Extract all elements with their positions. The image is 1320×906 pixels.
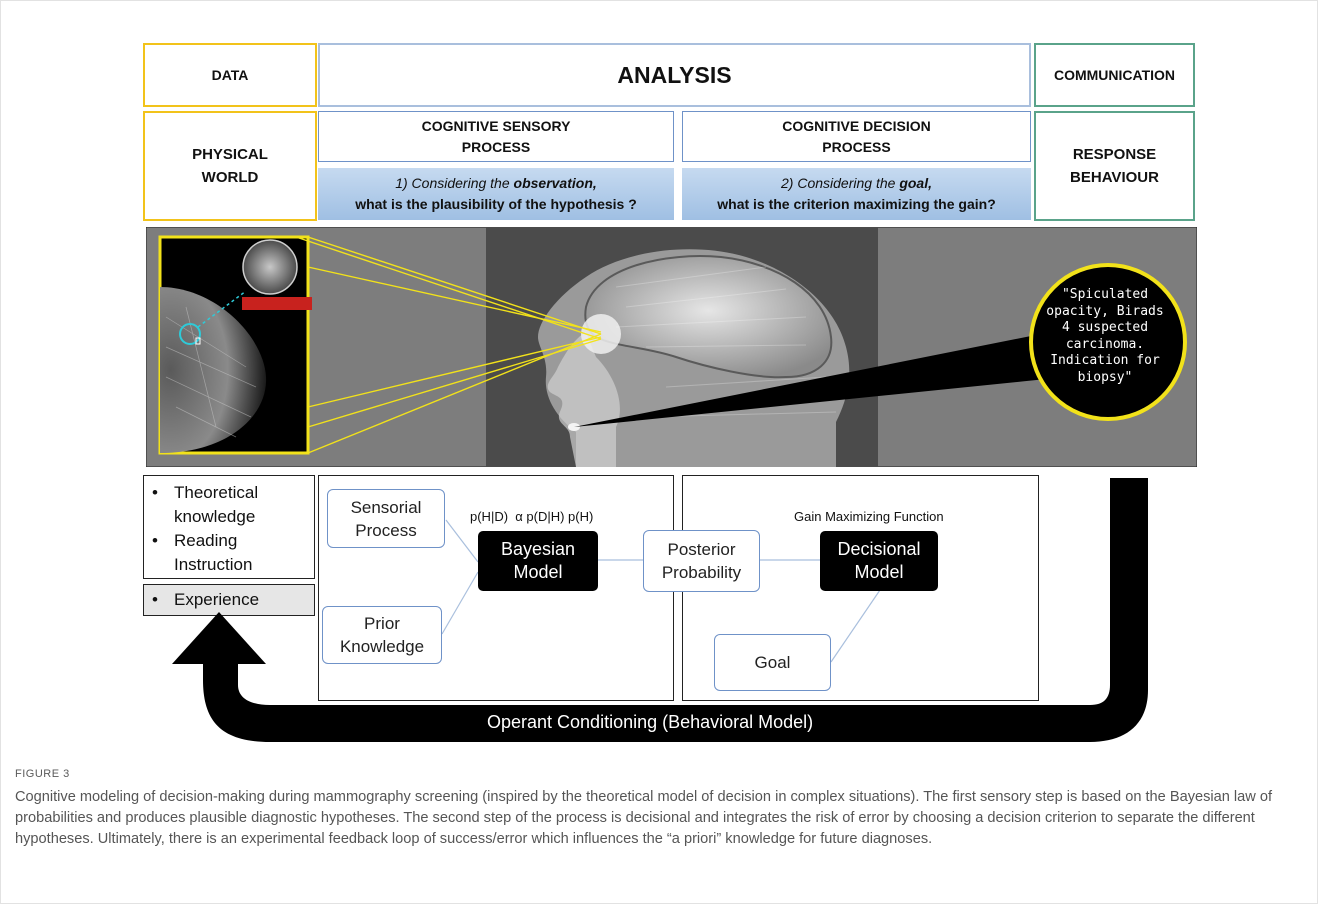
face-profile bbox=[547, 332, 620, 467]
sensory-question-line1: 1) Considering the observation, bbox=[395, 175, 597, 191]
communication-header: COMMUNICATION bbox=[1034, 43, 1195, 107]
data-header: DATA bbox=[143, 43, 317, 107]
sensorial-process-node: Sensorial Process bbox=[327, 489, 445, 548]
decisional-model-node: Decisional Model bbox=[820, 531, 938, 591]
speech-bubble-text: "Spiculated opacity, Birads 4 suspected … bbox=[1046, 287, 1164, 385]
response-behaviour-box: RESPONSE BEHAVIOUR bbox=[1034, 111, 1195, 221]
communication-header-label: COMMUNICATION bbox=[1053, 67, 1176, 83]
data-header-label: DATA bbox=[211, 67, 249, 83]
decision-process-title: COGNITIVE DECISION PROCESS bbox=[682, 111, 1031, 162]
radiologist-illustration bbox=[146, 227, 1197, 467]
response-line2: BEHAVIOUR bbox=[1070, 169, 1159, 186]
gaze-lines bbox=[295, 236, 602, 454]
goal-node: Goal bbox=[714, 634, 831, 691]
knowledge-box: Theoretical knowledge Reading Instructio… bbox=[143, 475, 315, 579]
connector-prior-bayesian bbox=[441, 571, 479, 635]
sensory-title-line1: COGNITIVE SENSORY bbox=[421, 117, 571, 134]
decision-title-line2: PROCESS bbox=[822, 138, 891, 155]
bayesian-model-node: Bayesian Model bbox=[478, 531, 598, 591]
knowledge-item-reading: Reading Instruction bbox=[146, 529, 314, 577]
bayes-formula: p(H|D) α p(D|H) p(H) bbox=[470, 509, 594, 524]
feedback-loop-arrow bbox=[172, 478, 1148, 742]
annotation-tag bbox=[242, 297, 312, 310]
magnifier-lens bbox=[242, 239, 298, 295]
figure-caption: Cognitive modeling of decision-making du… bbox=[15, 789, 1273, 847]
feedback-loop-svg bbox=[172, 478, 1148, 742]
decision-question-line1: 2) Considering the goal, bbox=[781, 175, 932, 191]
decision-question-line2: what is the criterion maximizing the gai… bbox=[717, 196, 996, 212]
decision-title-line1: COGNITIVE DECISION bbox=[782, 117, 931, 134]
analysis-header-label: ANALYSIS bbox=[617, 61, 732, 88]
experience-item: Experience bbox=[146, 588, 314, 612]
posterior-probability-node: Posterior Probability bbox=[643, 530, 760, 592]
connector-goal-decisional bbox=[830, 589, 881, 663]
knowledge-item-theoretical: Theoretical knowledge bbox=[146, 481, 314, 529]
sensory-process-title: COGNITIVE SENSORY PROCESS bbox=[318, 111, 674, 162]
speech-bubble-tail bbox=[574, 332, 1066, 427]
sensory-question-line2: what is the plausibility of the hypothes… bbox=[355, 196, 637, 212]
analysis-header: ANALYSIS bbox=[318, 43, 1031, 107]
physical-world-line1: PHYSICAL bbox=[192, 146, 268, 163]
physical-world-box: PHYSICAL WORLD bbox=[143, 111, 317, 221]
operant-conditioning-label: Operant Conditioning (Behavioral Model) bbox=[487, 712, 814, 732]
sensory-question-banner: 1) Considering the observation, what is … bbox=[318, 168, 674, 220]
lesion-point bbox=[195, 337, 201, 345]
decision-question-banner: 2) Considering the goal, what is the cri… bbox=[682, 168, 1031, 220]
sensory-title-line2: PROCESS bbox=[461, 138, 531, 155]
figure-label: FIGURE 3 bbox=[15, 768, 70, 780]
connector-sensorial-bayesian bbox=[445, 519, 479, 563]
physical-world-line2: WORLD bbox=[201, 169, 259, 186]
magnifier-connector bbox=[197, 290, 247, 328]
response-line1: RESPONSE bbox=[1072, 146, 1157, 163]
speech-bubble bbox=[1029, 263, 1187, 421]
breast-texture bbox=[165, 306, 257, 438]
prior-knowledge-node: Prior Knowledge bbox=[322, 606, 442, 664]
lesion-marker bbox=[179, 323, 201, 345]
gain-function-label: Gain Maximizing Function bbox=[794, 509, 944, 524]
experience-box: Experience bbox=[143, 584, 315, 616]
